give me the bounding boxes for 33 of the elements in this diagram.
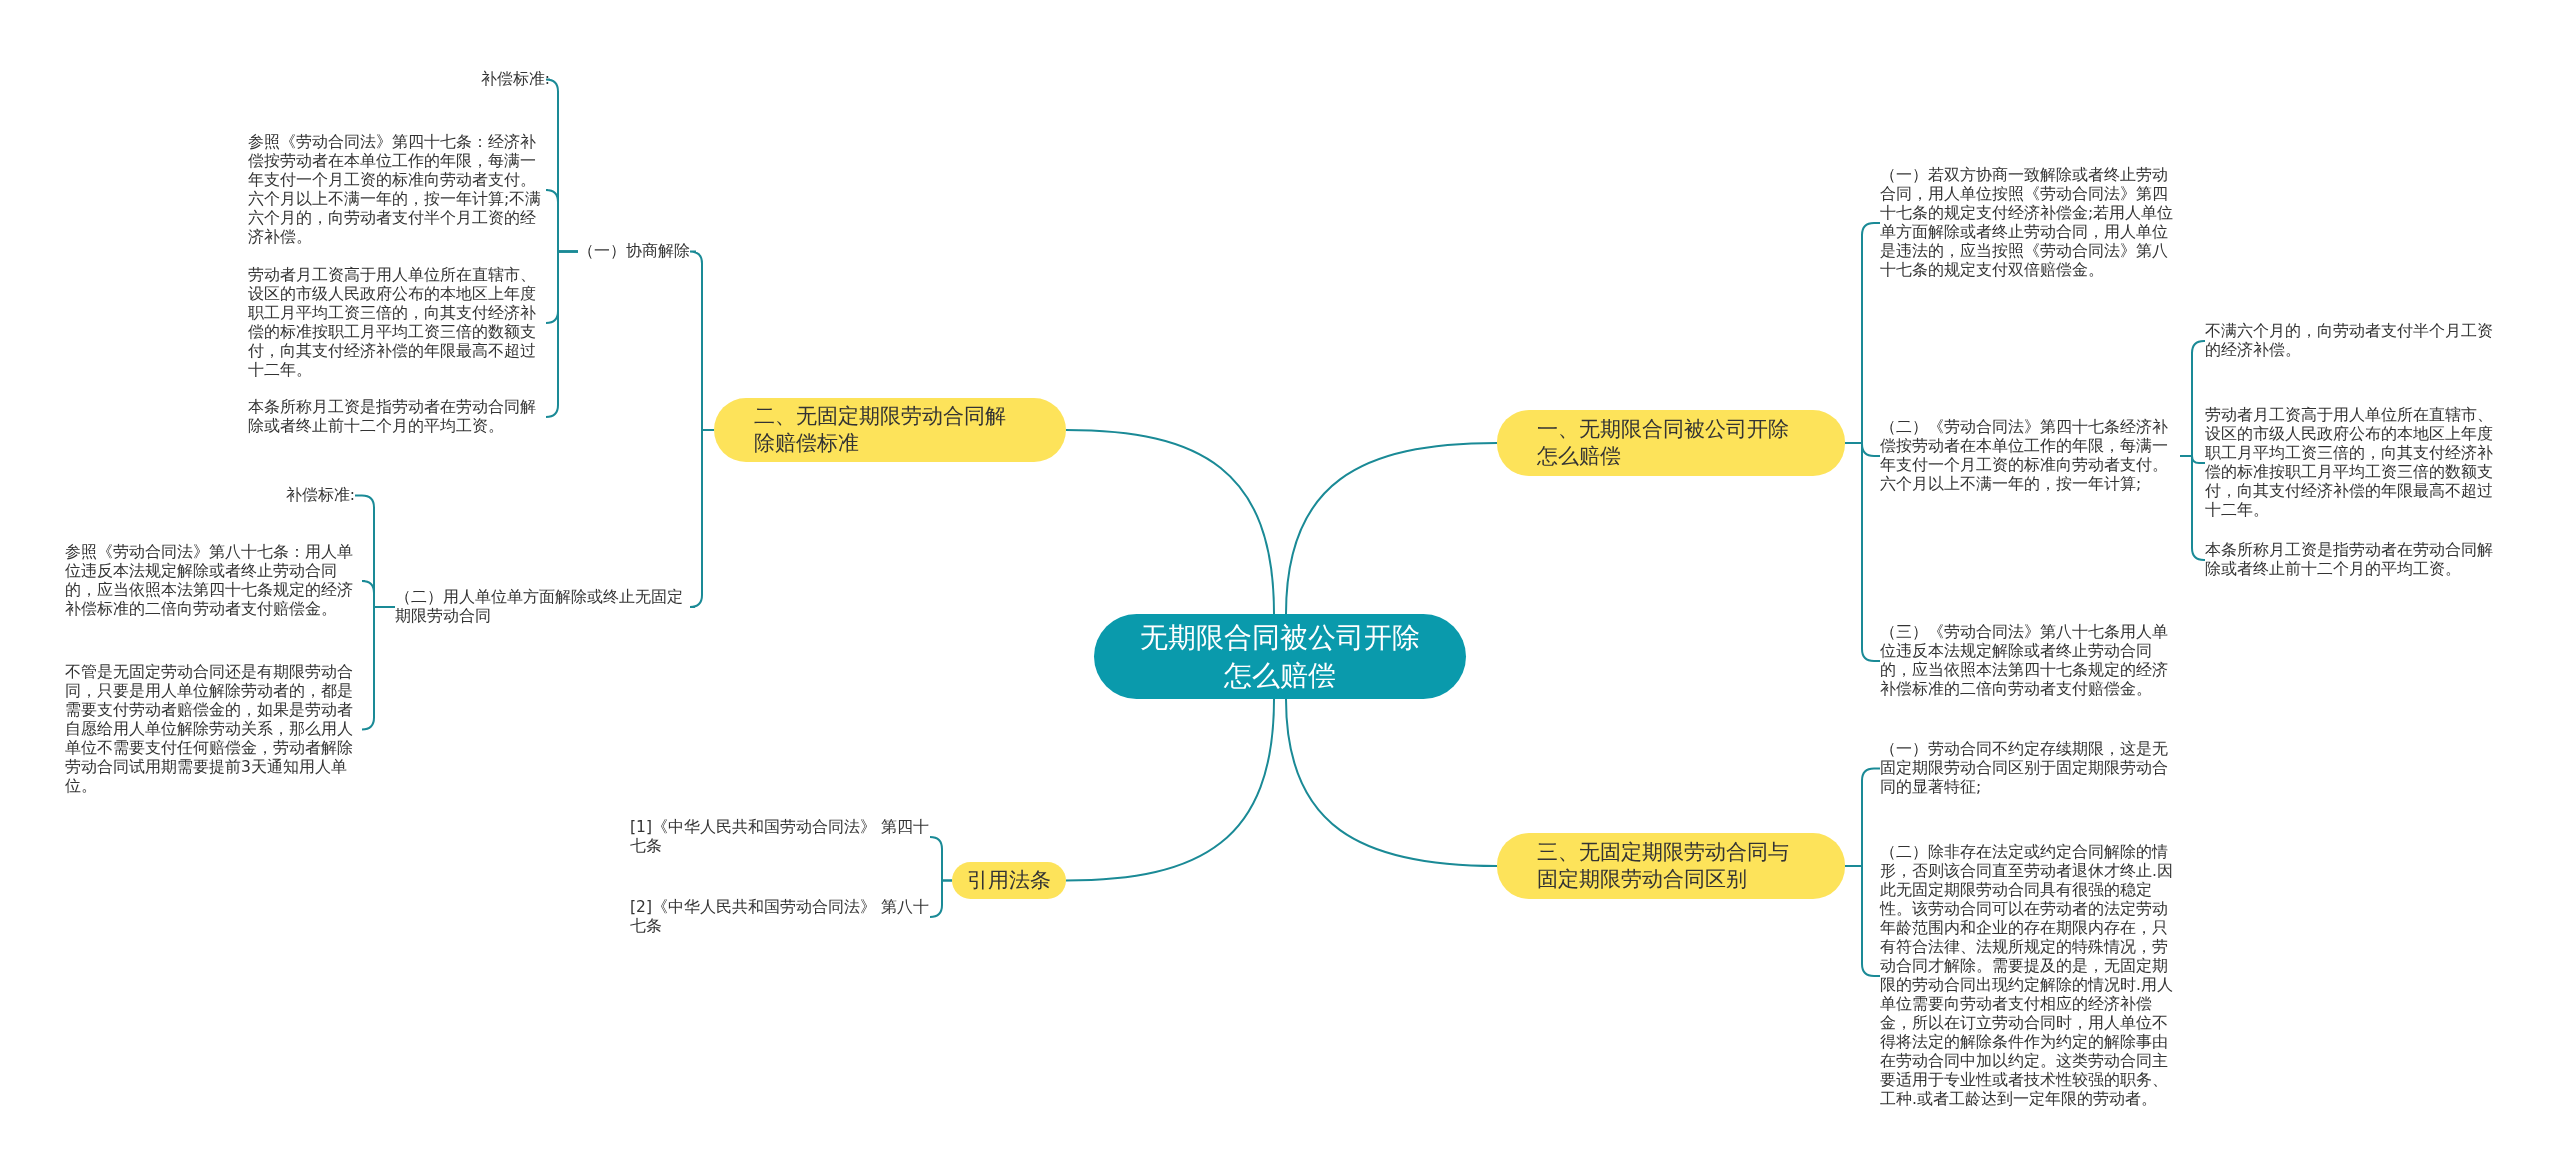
connector-line bbox=[1285, 442, 1498, 615]
topic-text: 劳动者月工资高于用人单位所在直辖市、设区的市级人民政府公布的本地区上年度职工月平均工资三倍的，向其支付经济补偿的标准按职工月平均工资三倍的数额支付，向其支付经济补偿的年限最高不超过十二年。 bbox=[248, 266, 548, 380]
topic-text: 参照《劳动合同法》第八十七条：用人单位违反本法规定解除或者终止劳动合同的，应当依照本法第四十七条规定的经济补偿标准的二倍向劳动者支付赔偿金。 bbox=[65, 543, 365, 619]
connector-line bbox=[1065, 698, 1275, 882]
topic-text: 本条所称月工资是指劳动者在劳动合同解除或者终止前十二个月的平均工资。 bbox=[2205, 541, 2505, 579]
topic-text: （二）除非存在法定或约定合同解除的情形，否则该合同直至劳动者退休才终止.因此无固定期限劳动合同具有很强的稳定性。该劳动合同可以在劳动者的法定劳动年龄范围内和企业的存在期限内存在，只有符合法律、法规所规定的特殊情况，劳动合同才解除。需要提及的是，无固定期限的劳动合同出现约定解除的情况时.用人单位需要向劳动者支付相应的经济补偿金，所以在订立劳动合同时，用人单位不得将法定的解除条件作为约定的解除事由在劳动合同中加以约定。这类劳动合同主要适用于专业性或者技术性较强的职务、工种.或者工龄达到一定年限的劳动者。 bbox=[1880, 843, 2180, 1109]
topic-text: （一）劳动合同不约定存续期限，这是无固定期限劳动合同区别于固定期限劳动合同的显著特征; bbox=[1880, 740, 2180, 797]
topic-text: （一）协商解除 bbox=[578, 242, 696, 261]
topic-text: 补偿标准: bbox=[250, 486, 355, 505]
connector-line bbox=[689, 429, 715, 608]
topic-text: [1]《中华人民共和国劳动合同法》 第四十七条 bbox=[630, 818, 930, 856]
connector-line bbox=[2179, 455, 2206, 561]
branch-topic: 一、无期限合同被公司开除怎么赔偿 bbox=[1497, 410, 1845, 476]
topic-text: （二）用人单位单方面解除或终止无固定期限劳动合同 bbox=[395, 588, 695, 626]
branch-topic: 三、无固定期限劳动合同与固定期限劳动合同区别 bbox=[1497, 833, 1845, 899]
connector-line bbox=[929, 879, 953, 918]
branch-topic: 二、无固定期限劳动合同解除赔偿标准 bbox=[714, 398, 1066, 462]
branch-topic: 引用法条 bbox=[952, 862, 1066, 899]
connector-line bbox=[545, 250, 579, 418]
topic-text: 不管是无固定劳动合同还是有期限劳动合同，只要是用人单位解除劳动者的，都是需要支付劳动者赔偿金的，如果是劳动者自愿给用人单位解除劳动关系，那么用人单位不需要支付任何赔偿金，劳动者解除劳动合同试用期需要提前3天通知用人单位。 bbox=[65, 663, 365, 796]
topic-text: 不满六个月的，向劳动者支付半个月工资的经济补偿。 bbox=[2205, 322, 2505, 360]
topic-text: （一）若双方协商一致解除或者终止劳动合同，用人单位按照《劳动合同法》第四十七条的规定支付经济补偿金;若用人单位单方面解除或者终止劳动合同，用人单位是违法的，应当按照《劳动合同法》第八十七条的规定支付双倍赔偿金。 bbox=[1880, 166, 2180, 280]
topic-text: 参照《劳动合同法》第四十七条：经济补偿按劳动者在本单位工作的年限，每满一年支付一个月工资的标准向劳动者支付。六个月以上不满一年的，按一年计算;不满六个月的，向劳动者支付半个月工资的经济补偿。 bbox=[248, 133, 548, 247]
connector-line bbox=[1285, 698, 1498, 867]
central-topic: 无期限合同被公司开除怎么赔偿 bbox=[1094, 614, 1466, 699]
topic-text: [2]《中华人民共和国劳动合同法》 第八十七条 bbox=[630, 898, 930, 936]
topic-text: 本条所称月工资是指劳动者在劳动合同解除或者终止前十二个月的平均工资。 bbox=[248, 398, 548, 436]
topic-text: （三）《劳动合同法》第八十七条用人单位违反本法规定解除或者终止劳动合同的，应当依照本法第四十七条规定的经济补偿标准的二倍向劳动者支付赔偿金。 bbox=[1880, 623, 2180, 699]
connector-line bbox=[361, 606, 396, 731]
topic-text: （二）《劳动合同法》第四十七条经济补偿按劳动者在本单位工作的年限，每满一年支付一个月工资的标准向劳动者支付。六个月以上不满一年的，按一年计算; bbox=[1880, 418, 2180, 494]
topic-text: 补偿标准: bbox=[440, 70, 550, 89]
connector-line bbox=[1065, 429, 1275, 615]
topic-text: 劳动者月工资高于用人单位所在直辖市、设区的市级人民政府公布的本地区上年度职工月平均工资三倍的，向其支付经济补偿的标准按职工月平均工资三倍的数额支付，向其支付经济补偿的年限最高不超过十二年。 bbox=[2205, 406, 2505, 520]
